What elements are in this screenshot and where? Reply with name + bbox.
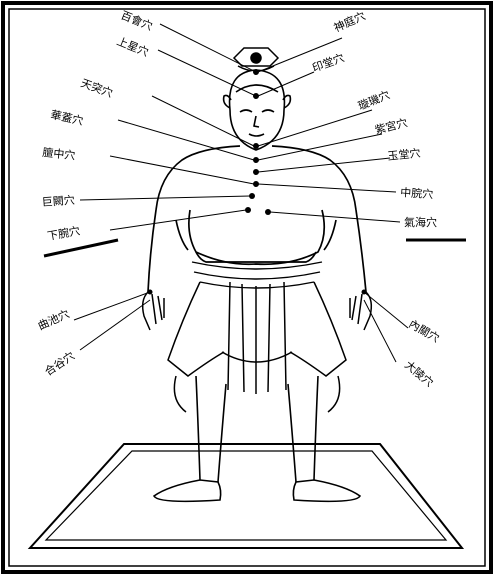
label-left-5: 膻中穴	[42, 145, 76, 162]
label-right-4: 紫宮穴	[373, 115, 408, 137]
label-left-9: 合谷穴	[42, 348, 77, 378]
label-right-5: 玉堂穴	[387, 146, 421, 163]
hands	[143, 292, 372, 330]
left-label-group: 百會穴 上星穴 天突穴 華蓋穴 膻中穴 巨闕穴 下腕穴 曲池穴 合谷穴	[36, 8, 155, 379]
label-right-6: 中脘穴	[400, 185, 434, 201]
label-left-3: 天突穴	[79, 76, 115, 100]
label-right-1: 神庭穴	[332, 9, 368, 35]
label-left-7: 下腕穴	[46, 223, 81, 243]
torso	[148, 146, 366, 292]
feet	[154, 480, 360, 501]
label-right-2: 印堂穴	[310, 50, 346, 74]
legs	[196, 376, 318, 482]
lower-garment	[168, 282, 346, 412]
floor-mat	[30, 444, 462, 548]
label-right-8: 內關穴	[407, 316, 443, 345]
label-right-7: 氣海穴	[404, 215, 437, 229]
label-left-2: 上星穴	[115, 34, 151, 59]
head	[224, 70, 291, 150]
label-left-6: 巨闕穴	[41, 193, 75, 209]
right-label-group: 神庭穴 印堂穴 璇璣穴 紫宮穴 玉堂穴 中脘穴 氣海穴 內關穴 大陵穴	[310, 9, 442, 390]
hair-ornament	[234, 48, 278, 71]
label-right-9: 大陵穴	[402, 358, 436, 390]
label-right-3: 璇璣穴	[356, 87, 392, 112]
label-left-8: 曲池穴	[36, 307, 72, 333]
sash	[192, 262, 322, 288]
label-left-4: 華蓋穴	[49, 107, 84, 128]
label-left-1: 百會穴	[119, 8, 155, 33]
left-underline	[44, 240, 118, 256]
